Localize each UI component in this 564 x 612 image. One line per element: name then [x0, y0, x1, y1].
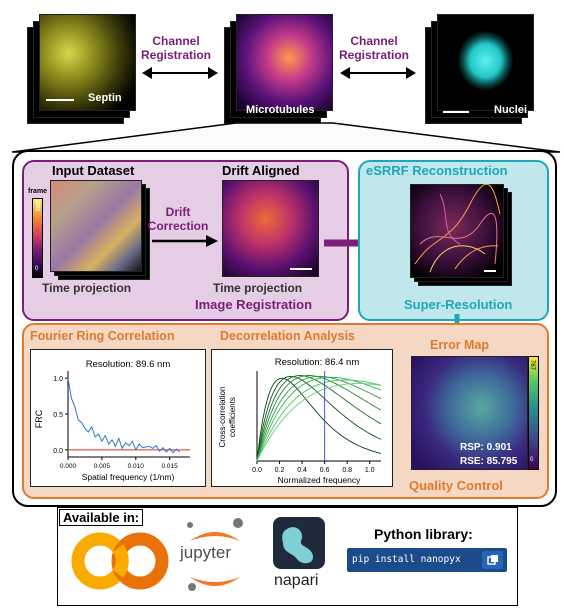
input-dataset-image [50, 180, 142, 272]
frc-x-tick-label: 0.000 [60, 463, 77, 470]
decorr-series-line [256, 375, 382, 462]
quality-control-label: Quality Control [409, 478, 503, 493]
decorr-y-axis-label-2: coefficients [228, 397, 237, 437]
frc-x-tick-label: 0.010 [128, 463, 145, 470]
microtubules-label: Microtubules [246, 104, 315, 116]
scale-bar [290, 268, 312, 270]
drift-correction-label: Drift Correction [147, 205, 209, 233]
decorrelation-chart: Resolution: 86.4 nm 0.0 0.2 0.4 0.6 0.8 1.0Nor… [218, 357, 382, 485]
error-map-title: Error Map [430, 338, 490, 352]
pip-command-box[interactable] [347, 548, 507, 572]
decorr-series-line [256, 375, 382, 462]
scale-bar [443, 111, 469, 113]
napari-label: napari [274, 572, 319, 589]
decorr-x-tick-label: 0.6 [320, 467, 330, 474]
super-resolution-label: Super-Resolution [404, 297, 513, 312]
frc-x-tick-label: 0.005 [94, 463, 111, 470]
error-map-colorbar [528, 356, 539, 470]
image-registration-label: Image Registration [195, 297, 313, 312]
input-dataset-title: Input Dataset [52, 163, 135, 178]
esrrf-image [410, 184, 504, 278]
rse-label: RSE: 85.795 [460, 456, 518, 467]
scale-bar [46, 99, 74, 101]
septin-label: Septin [88, 92, 122, 104]
available-title: Available in: [59, 509, 144, 526]
frc-title: Fourier Ring Correlation [30, 329, 175, 343]
drift-aligned-image [222, 180, 319, 277]
time-projection-label: Time projection [42, 281, 132, 295]
decorr-series-line [256, 375, 382, 462]
microtubules-image [236, 14, 333, 111]
decorr-x-tick-label: 0.8 [342, 467, 352, 474]
double-arrow-icon [340, 67, 416, 79]
drift-aligned-title: Drift Aligned [222, 163, 300, 178]
decorr-x-tick-label: 0.0 [252, 467, 262, 474]
frc-chart-box [30, 349, 206, 487]
decorr-x-tick-label: 0.4 [297, 467, 307, 474]
frc-x-axis-label: Spatial frequency (1/nm) [82, 472, 175, 482]
pip-command: pip install nanopyx [352, 554, 461, 565]
nuclei-image [437, 14, 534, 111]
rsp-label: RSP: 0.901 [460, 442, 512, 453]
error-map-image [411, 356, 528, 470]
esrrf-title: eSRRF Reconstruction [366, 163, 508, 178]
frc-x-tick-label: 0.015 [162, 463, 179, 470]
frc-y-axis-label: FRC [34, 409, 44, 428]
decorr-x-tick-label: 0.2 [275, 467, 285, 474]
decorr-title: Decorrelation Analysis [220, 329, 356, 343]
colab-logo-icon[interactable] [70, 528, 170, 594]
frc-chart: Resolution: 89.6 nm 0.0 0.5 1.0 0.000 0.005 0.… [34, 359, 190, 482]
nuclei-label: Nuclei [494, 104, 528, 116]
python-library-title: Python library: [374, 526, 473, 542]
scale-bar [484, 270, 496, 272]
decorr-series-line [256, 377, 382, 462]
decorr-x-axis-label: Normalized frequency [278, 475, 361, 485]
decorr-series-line [256, 376, 382, 462]
decorr-chart-title: Resolution: 86.4 nm [275, 357, 360, 368]
jupyter-icon [187, 518, 243, 591]
napari-shape [282, 527, 313, 564]
jupyter-label: jupyter [180, 543, 232, 562]
double-arrow-icon [142, 67, 218, 79]
frc-series-line [67, 378, 181, 454]
frc-y-tick-label: 1.0 [53, 376, 63, 383]
decorr-y-axis-label-1: Cross-correlation [218, 387, 227, 448]
frc-chart-title: Resolution: 89.6 nm [86, 359, 171, 370]
zoom-connector [11, 122, 561, 153]
copy-icon [487, 555, 498, 565]
decorr-series-line [256, 379, 382, 462]
decorr-series-line [256, 375, 382, 462]
frc-y-tick-label: 0.0 [53, 448, 63, 455]
septin-image [39, 14, 136, 111]
decorr-x-tick-label: 1.0 [365, 467, 375, 474]
time-projection-label-2: Time projection [213, 281, 303, 295]
arrow-right-icon [152, 235, 218, 247]
decorr-series-line [256, 383, 382, 462]
esrrf-filaments [414, 184, 501, 273]
frc-y-tick-label: 0.5 [53, 412, 63, 419]
